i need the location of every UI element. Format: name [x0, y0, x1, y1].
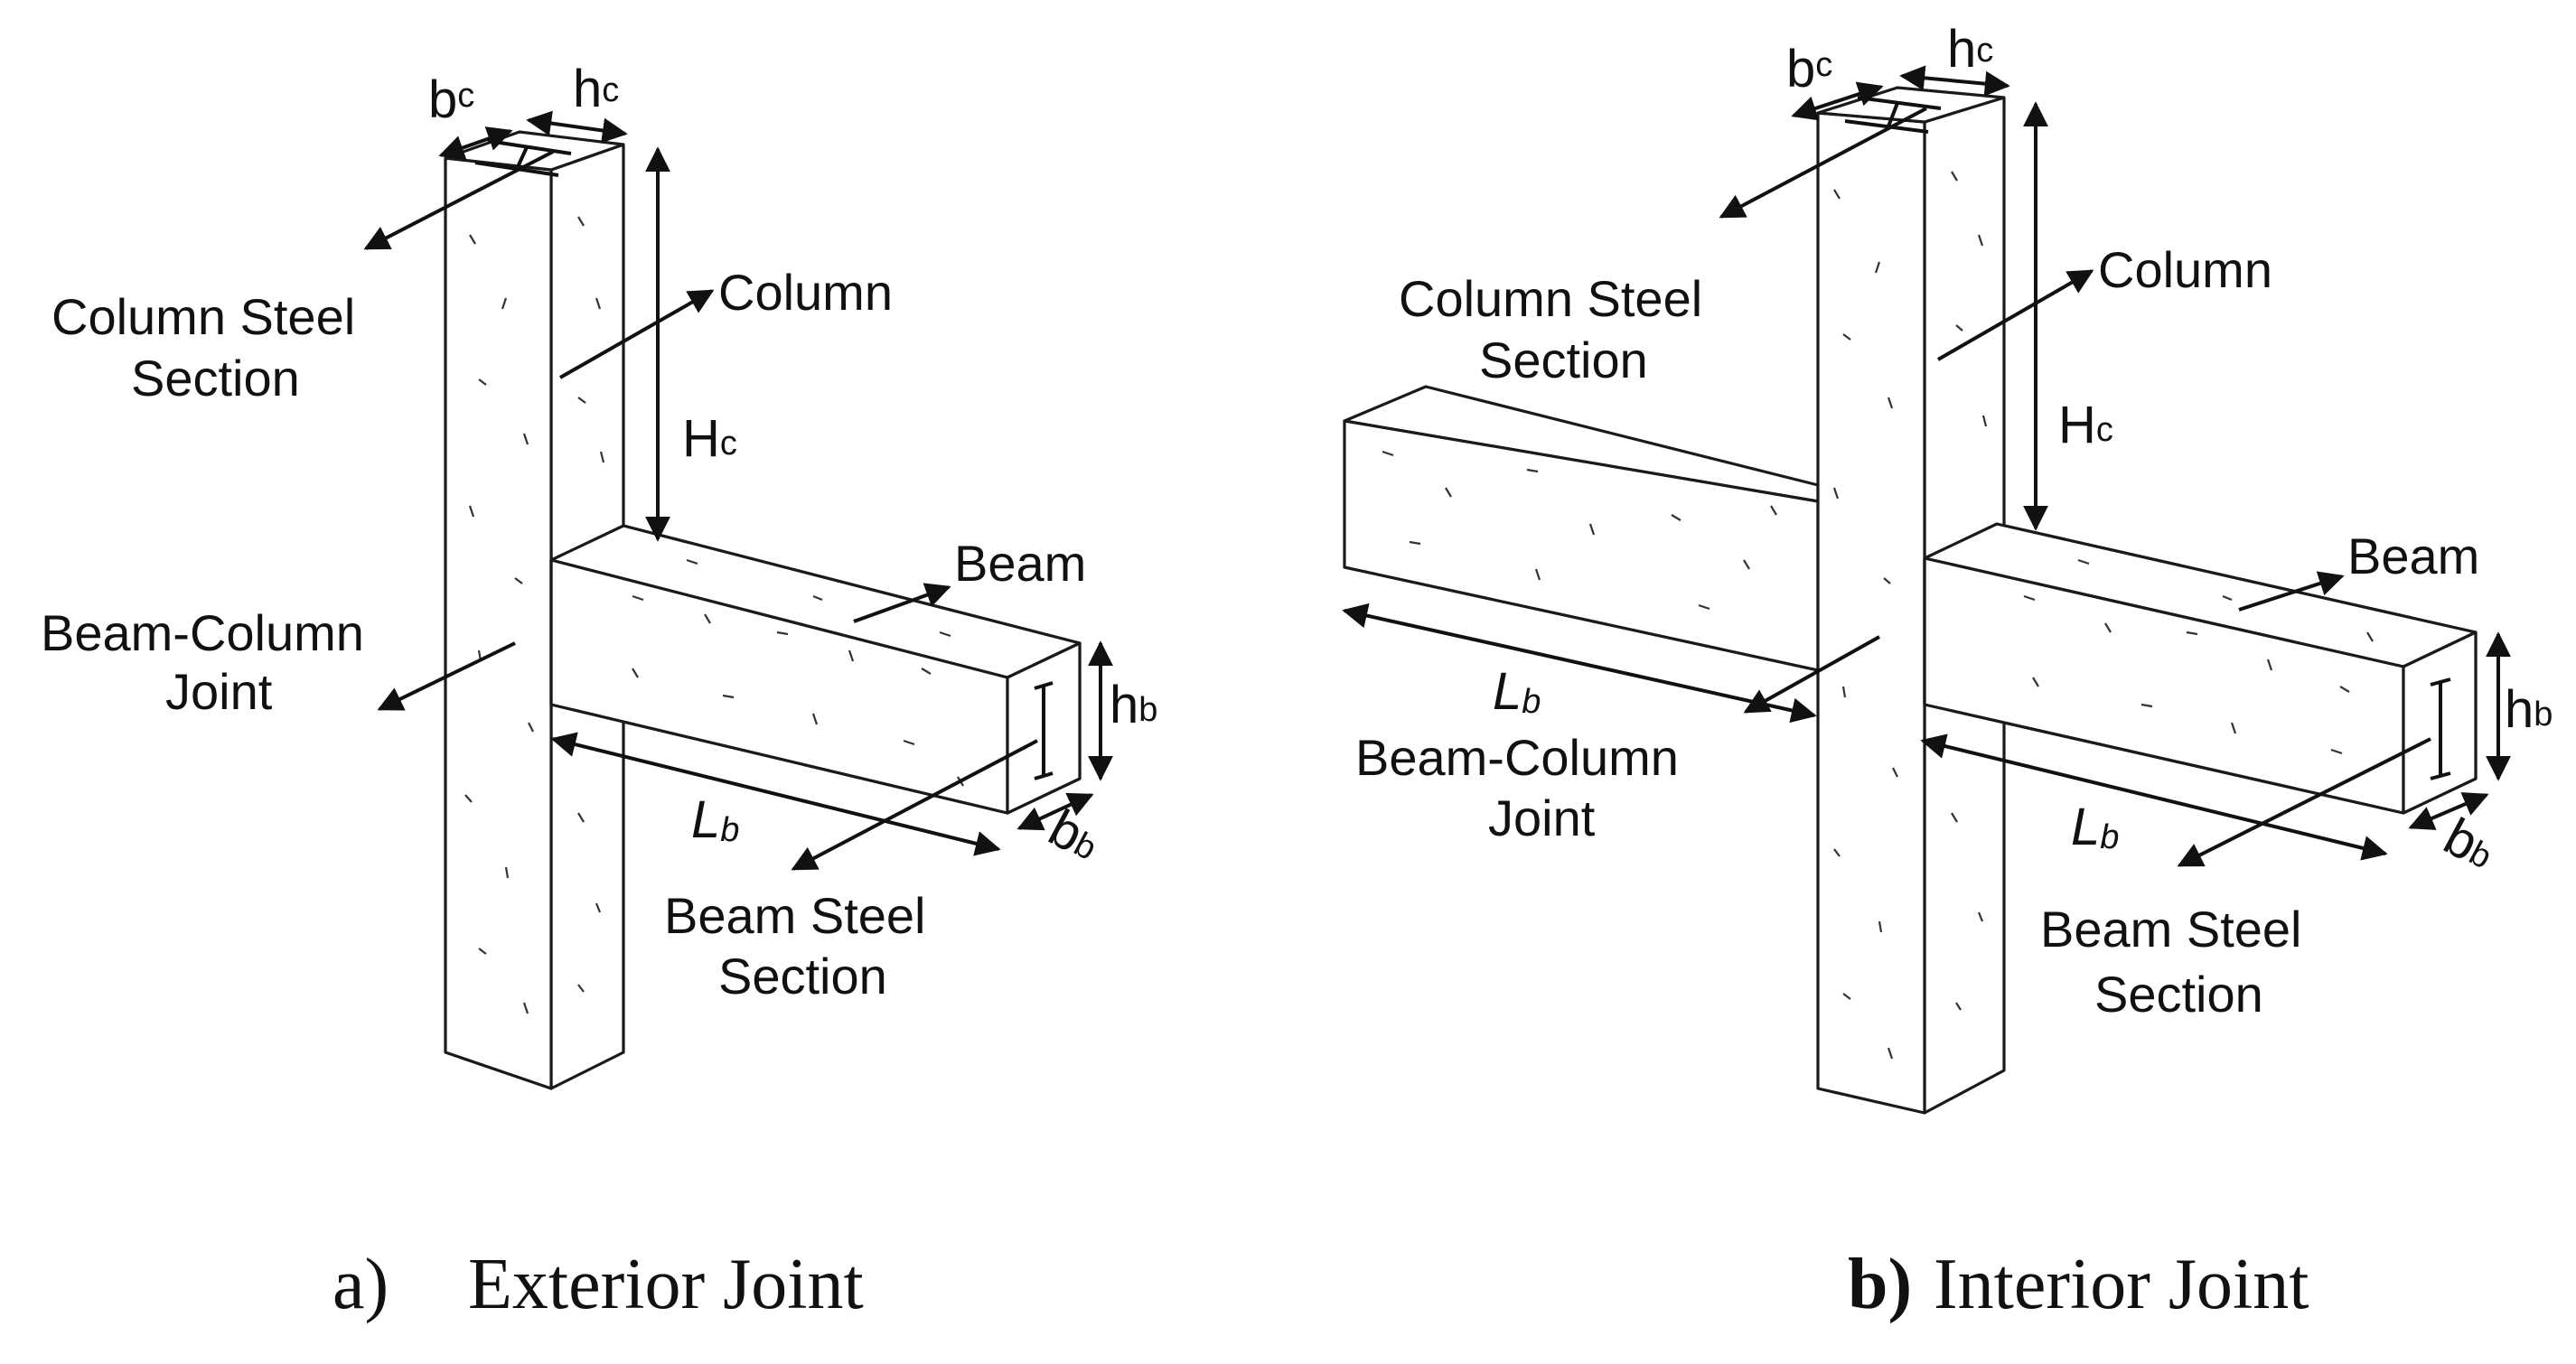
interior-beam-ibeam-symbol	[2430, 677, 2451, 780]
interior-concrete-texture	[1382, 171, 2374, 1060]
exterior-concrete-texture	[464, 216, 964, 1014]
exterior-column-steel-label-line1: Column Steel	[52, 288, 355, 345]
exterior-bc-dimension	[438, 126, 513, 160]
interior-beam-steel-label-line2: Section	[2094, 966, 2263, 1023]
interior-Lb-left-dimension	[1342, 603, 1817, 724]
interior-column-front-face	[1816, 111, 1926, 1115]
interior-beam-leader	[2238, 571, 2345, 612]
interior-column-label: Column	[2098, 241, 2272, 298]
exterior-column-leader	[559, 289, 715, 379]
exterior-joint-figure: bc hc Hc hb bb Lb Column Steel Section C…	[41, 60, 1157, 1324]
exterior-column-label: Column	[718, 264, 893, 321]
exterior-bb-label: bb	[1039, 799, 1110, 873]
interior-beam-steel-leader	[2177, 737, 2431, 867]
exterior-beam-ibeam-symbol	[1034, 681, 1054, 780]
interior-caption-label: b)	[1848, 1245, 1912, 1324]
exterior-Lb-label: Lb	[691, 790, 739, 849]
exterior-column-front-face	[444, 156, 553, 1090]
interior-column-steel-label-line1: Column Steel	[1399, 270, 1702, 327]
exterior-beam-steel-leader	[791, 739, 1038, 871]
interior-bc-label: bc	[1786, 40, 1832, 98]
interior-bb-label: bb	[2435, 807, 2506, 881]
interior-bc-dimension	[1791, 81, 1884, 121]
interior-joint-label-line2: Joint	[1488, 789, 1596, 846]
interior-hb-label: hb	[2505, 680, 2553, 739]
exterior-joint-leader	[377, 641, 516, 711]
exterior-bb-dimension	[1016, 792, 1094, 831]
interior-caption-text: Interior Joint	[1934, 1245, 2309, 1324]
interior-hc-label: hc	[1947, 20, 1993, 79]
exterior-joint-label-line1: Beam-Column	[41, 604, 364, 661]
interior-column-steel-leader	[1719, 107, 1927, 219]
interior-hc-dimension	[1899, 65, 2010, 97]
interior-beam-label: Beam	[2347, 528, 2479, 584]
interior-bb-dimension	[2408, 792, 2489, 830]
exterior-beam-steel-label-line2: Section	[718, 948, 887, 1004]
interior-joint-figure: bc hc Hc hb bb Lb Lb Column Steel Sectio…	[1342, 20, 2553, 1324]
interior-Lb-label: Lb	[2071, 798, 2119, 856]
interior-Lb-dimension	[1920, 733, 2388, 861]
interior-beam-steel-label-line1: Beam Steel	[2040, 901, 2302, 958]
exterior-beam-leader	[853, 583, 951, 623]
interior-joint-leader	[1743, 635, 1880, 714]
exterior-caption-label: a)	[333, 1245, 389, 1324]
exterior-column-steel-label-line2: Section	[131, 350, 300, 406]
exterior-caption-text: Exterior Joint	[468, 1245, 864, 1324]
interior-Hc-label: Hc	[2058, 396, 2113, 454]
exterior-bc-label: bc	[428, 70, 474, 129]
exterior-beam-label: Beam	[954, 535, 1086, 592]
interior-column-steel-label-line2: Section	[1479, 332, 1648, 388]
exterior-beam-steel-label-line1: Beam Steel	[664, 887, 926, 944]
exterior-hc-label: hc	[573, 60, 619, 118]
interior-joint-label-line1: Beam-Column	[1355, 729, 1679, 786]
exterior-hb-label: hb	[1110, 676, 1157, 734]
exterior-Hc-label: Hc	[682, 409, 737, 468]
interior-Lb-left-label: Lb	[1493, 662, 1541, 721]
exterior-Lb-dimension	[550, 732, 1001, 856]
exterior-column-steel-leader	[363, 150, 554, 250]
exterior-joint-label-line2: Joint	[165, 663, 273, 720]
interior-column-leader	[1937, 269, 2094, 361]
exterior-hc-dimension	[526, 110, 628, 144]
